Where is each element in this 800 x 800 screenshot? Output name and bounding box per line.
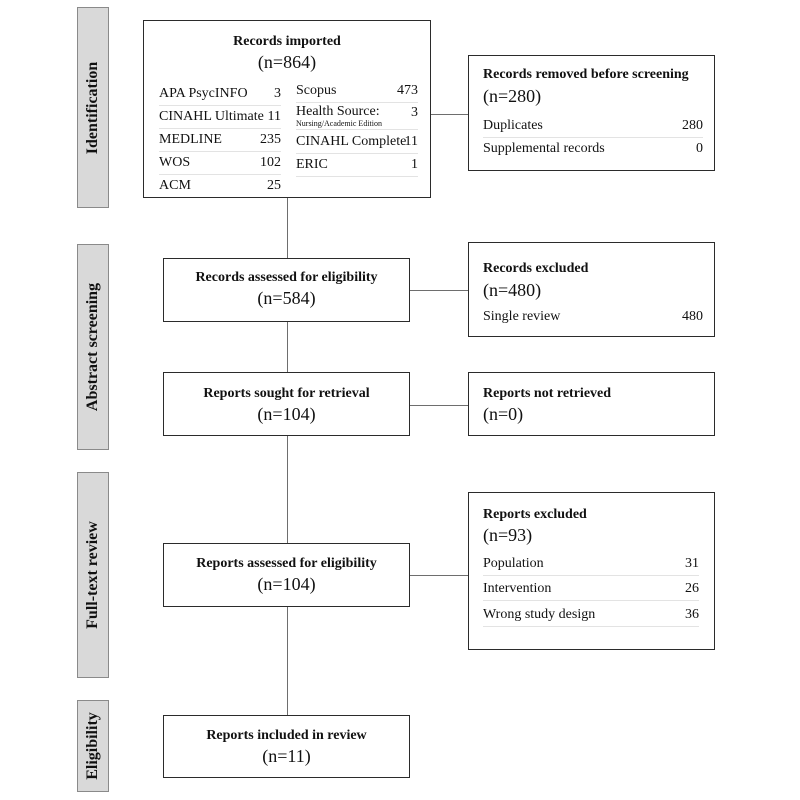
source-name: APA PsycINFO bbox=[159, 86, 248, 101]
source-name: ERIC bbox=[296, 157, 328, 172]
reports-assessed-title: Reports assessed for eligibility bbox=[196, 556, 377, 571]
source-row: MEDLINE 235 bbox=[159, 129, 281, 152]
reports-sought-box: Reports sought for retrieval (n=104) bbox=[163, 372, 410, 436]
source-value: 102 bbox=[260, 155, 281, 170]
reports-included-count: (n=11) bbox=[262, 746, 311, 766]
excluded-report-reason: Population bbox=[483, 556, 544, 571]
reports-excluded-title: Reports excluded bbox=[483, 507, 587, 522]
source-name: WOS bbox=[159, 155, 191, 170]
source-row: Health Source: Nursing/Academic Edition … bbox=[296, 104, 418, 130]
excluded-report-value: 31 bbox=[685, 556, 699, 571]
records-imported-title: Records imported bbox=[233, 34, 341, 49]
removed-reason: Duplicates bbox=[483, 118, 543, 133]
source-value: 3 bbox=[411, 105, 418, 120]
removed-reason: Supplemental records bbox=[483, 141, 605, 156]
connector-to-not-retrieved bbox=[410, 405, 468, 406]
excluded-report-row: Intervention 26 bbox=[483, 578, 699, 601]
source-row: Scopus 473 bbox=[296, 80, 418, 103]
reports-excluded-box: Reports excluded (n=93) Population 31 In… bbox=[468, 492, 715, 650]
source-name: ACM bbox=[159, 178, 191, 193]
records-excluded-count: (n=480) bbox=[483, 280, 542, 300]
records-imported-box: Records imported (n=864) APA PsycINFO 3 … bbox=[143, 20, 431, 198]
source-name: MEDLINE bbox=[159, 132, 222, 147]
phase-identification-label: Identification bbox=[84, 61, 101, 154]
connector-to-removed bbox=[431, 114, 468, 115]
phase-identification: Identification bbox=[77, 7, 109, 208]
source-value: 3 bbox=[274, 86, 281, 101]
source-value: 1 bbox=[411, 157, 418, 172]
records-excluded-box: Records excluded (n=480) Single review 4… bbox=[468, 242, 715, 337]
phase-eligibility: Eligibility bbox=[77, 700, 109, 792]
source-value: 473 bbox=[397, 83, 418, 98]
source-value: 25 bbox=[267, 178, 281, 193]
records-excluded-title: Records excluded bbox=[483, 261, 589, 276]
source-value: 11 bbox=[267, 109, 281, 124]
records-removed-title: Records removed before screening bbox=[483, 67, 689, 82]
phase-eligibility-label: Eligibility bbox=[84, 712, 101, 780]
reports-not-retrieved-box: Reports not retrieved (n=0) bbox=[468, 372, 715, 436]
source-row: CINAHL Complete 11 bbox=[296, 131, 418, 154]
removed-value: 280 bbox=[682, 118, 703, 133]
phase-full-text-review: Full-text review bbox=[77, 472, 109, 678]
records-removed-count: (n=280) bbox=[483, 86, 542, 106]
reports-not-retrieved-count: (n=0) bbox=[483, 404, 524, 424]
source-row: WOS 102 bbox=[159, 152, 281, 175]
removed-row: Supplemental records 0 bbox=[483, 138, 703, 161]
source-row: ERIC 1 bbox=[296, 154, 418, 177]
records-assessed-title: Records assessed for eligibility bbox=[195, 270, 378, 285]
connector-vertical-main bbox=[287, 198, 288, 715]
connector-to-reports-excluded bbox=[410, 575, 468, 576]
reports-included-title: Reports included in review bbox=[206, 728, 367, 743]
reports-assessed-box: Reports assessed for eligibility (n=104) bbox=[163, 543, 410, 607]
excluded-report-value: 36 bbox=[685, 607, 699, 622]
records-assessed-count: (n=584) bbox=[257, 288, 316, 308]
reports-not-retrieved-title: Reports not retrieved bbox=[483, 386, 612, 401]
phase-abstract-screening: Abstract screening bbox=[77, 244, 109, 450]
phase-abstract-screening-label: Abstract screening bbox=[84, 282, 101, 412]
excluded-report-row: Wrong study design 36 bbox=[483, 604, 699, 627]
reports-included-box: Reports included in review (n=11) bbox=[163, 715, 410, 778]
reports-sought-title: Reports sought for retrieval bbox=[203, 386, 370, 401]
excluded-record-row: Single review 480 bbox=[483, 306, 703, 329]
source-value: 235 bbox=[260, 132, 281, 147]
excluded-report-row: Population 31 bbox=[483, 553, 699, 576]
reports-assessed-count: (n=104) bbox=[257, 574, 316, 594]
source-name: Scopus bbox=[296, 83, 337, 98]
excluded-record-reason: Single review bbox=[483, 309, 561, 324]
phase-full-text-review-label: Full-text review bbox=[84, 521, 101, 629]
source-name: CINAHL Complete bbox=[296, 134, 407, 149]
source-row: CINAHL Ultimate 11 bbox=[159, 106, 281, 129]
excluded-record-value: 480 bbox=[682, 309, 703, 324]
source-row: APA PsycINFO 3 bbox=[159, 83, 281, 106]
records-assessed-box: Records assessed for eligibility (n=584) bbox=[163, 258, 410, 322]
removed-value: 0 bbox=[696, 141, 703, 156]
connector-to-records-excluded bbox=[410, 290, 468, 291]
records-removed-box: Records removed before screening (n=280)… bbox=[468, 55, 715, 171]
source-row: ACM 25 bbox=[159, 175, 281, 198]
reports-excluded-count: (n=93) bbox=[483, 525, 533, 545]
excluded-report-value: 26 bbox=[685, 581, 699, 596]
records-imported-count: (n=864) bbox=[257, 52, 317, 72]
excluded-report-reason: Intervention bbox=[483, 581, 552, 596]
source-value: 11 bbox=[404, 134, 418, 149]
excluded-report-reason: Wrong study design bbox=[483, 607, 596, 622]
source-name-main: Health Source: bbox=[296, 104, 380, 119]
removed-row: Duplicates 280 bbox=[483, 115, 703, 138]
source-name: CINAHL Ultimate bbox=[159, 109, 264, 124]
source-name-sub: Nursing/Academic Edition bbox=[296, 119, 382, 128]
source-name: Health Source: Nursing/Academic Edition bbox=[296, 105, 382, 131]
reports-sought-count: (n=104) bbox=[257, 404, 316, 424]
